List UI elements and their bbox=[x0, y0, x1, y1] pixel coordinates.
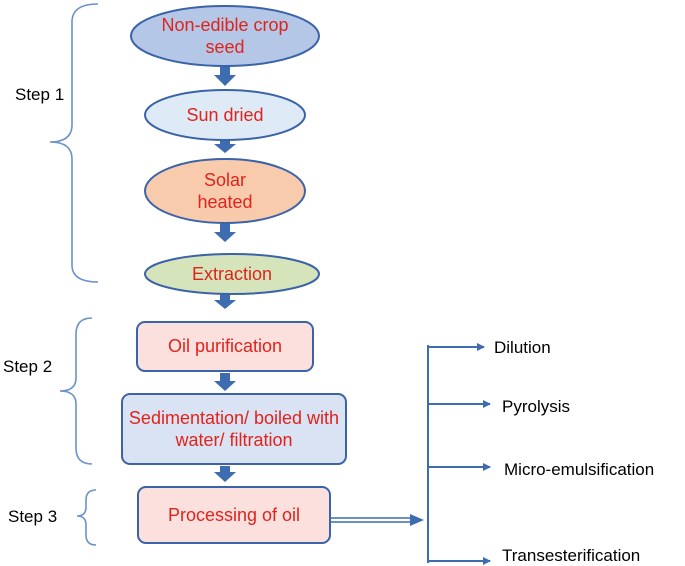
arrow-seed-to-sun bbox=[214, 64, 236, 86]
output-pyrolysis: Pyrolysis bbox=[502, 397, 571, 416]
step-3-label: Step 3 bbox=[8, 507, 58, 526]
down-arrows bbox=[214, 64, 236, 482]
processing-node-shape bbox=[137, 486, 331, 544]
output-transesterification: Transesterification bbox=[502, 546, 641, 565]
arrow-extraction-to-purification bbox=[214, 291, 236, 309]
arrow-purification-to-sedimentation bbox=[214, 373, 236, 391]
step-2-label: Step 2 bbox=[3, 357, 53, 376]
output-dilution: Dilution bbox=[494, 338, 551, 357]
processing-node-label: Processing of oil bbox=[167, 505, 301, 525]
arrow-sedimentation-to-processing bbox=[214, 466, 236, 482]
solar-heated-node-label: Solar heated bbox=[197, 170, 253, 212]
arrow-solar-to-extraction bbox=[214, 221, 236, 242]
sedimentation-node-shape bbox=[121, 393, 347, 465]
purification-node-label: Oil purification bbox=[167, 336, 283, 356]
solar-heated-node-shape bbox=[144, 158, 306, 224]
step3-bracket bbox=[76, 489, 97, 546]
sun-dried-node-label: Sun dried bbox=[186, 105, 264, 125]
sun-dried-node-shape bbox=[144, 89, 306, 141]
output-micro-emulsification: Micro-emulsification bbox=[504, 460, 655, 479]
seed-node-shape bbox=[130, 5, 320, 67]
extraction-node-label: Extraction bbox=[191, 264, 273, 284]
step2-bracket bbox=[59, 317, 93, 465]
step1-bracket bbox=[49, 3, 99, 283]
purification-node-shape bbox=[136, 321, 314, 372]
seed-node-label: Non-edible crop seed bbox=[161, 15, 289, 57]
arrow-sun-to-solar bbox=[214, 138, 236, 153]
sedimentation-node-label: Sedimentation/ boiled with water/ filtra… bbox=[128, 408, 340, 450]
step-1-label: Step 1 bbox=[15, 85, 65, 104]
extraction-node-shape bbox=[144, 253, 320, 295]
processing-branch-arrow bbox=[330, 514, 424, 526]
